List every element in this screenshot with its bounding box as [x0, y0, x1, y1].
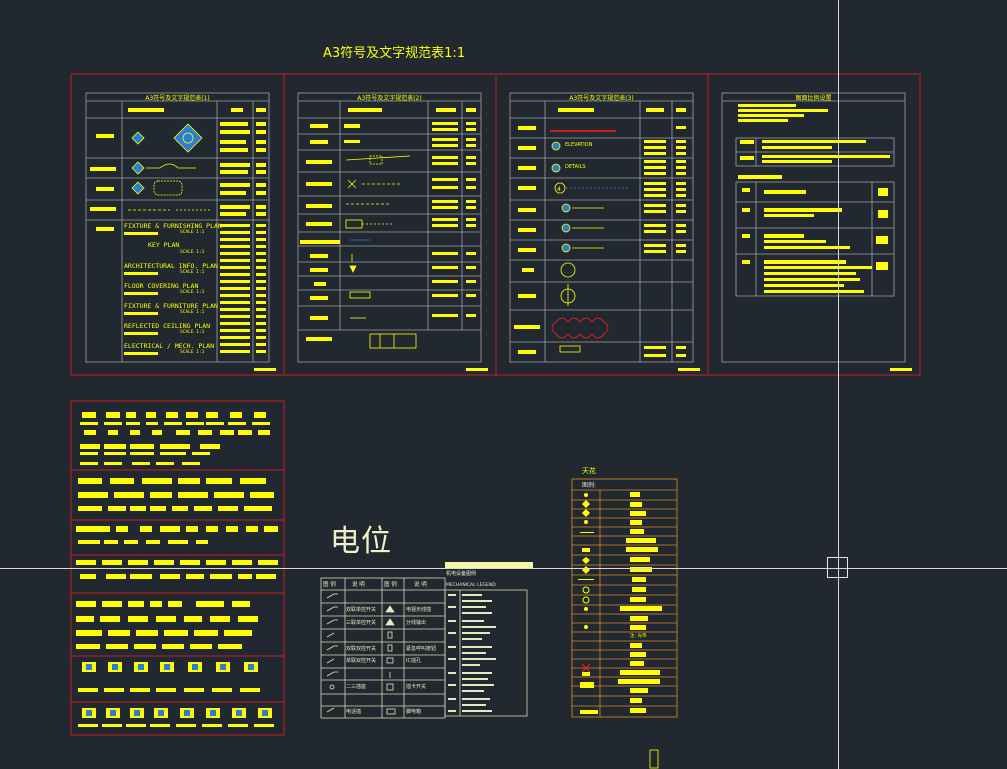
legend-item: 单联双控开关 [346, 658, 377, 664]
legend-item: 分线输出 [406, 620, 427, 626]
sheet2-text-bars [300, 108, 488, 371]
legend-header: 图 例 [384, 582, 397, 588]
legend-header: 说 明 [414, 582, 427, 588]
sheet3-text-bars [514, 108, 700, 371]
ceiling-legend-label: 图例: [582, 482, 597, 489]
plan-label: FIXTURE & FURNITURE PLAN [124, 302, 218, 310]
main-title: A3符号及文字规范表1:1 [323, 46, 466, 61]
sheet4-text-bars [738, 104, 912, 371]
mechanical-legend[interactable] [444, 562, 533, 717]
legend-item: 二三插座 [346, 684, 367, 690]
scale-label: SCALE 1:1 [180, 310, 205, 315]
scale-label: SCALE 1:1 [180, 330, 205, 335]
legend-item: 电话插 [346, 709, 362, 715]
cursor-crosshair-vertical [838, 0, 839, 769]
electrical-legend-table[interactable] [320, 577, 446, 719]
legend-item: 脚电箱 [406, 709, 422, 715]
electrical-title: 电位 [330, 524, 392, 559]
sheet2-symbols [345, 155, 417, 349]
scale-label: SCALE 1:1 [180, 290, 205, 295]
sheet-tables[interactable] [85, 92, 906, 363]
symbol-palette-items [76, 412, 278, 727]
scale-label: SCALE 1:1 [180, 250, 205, 255]
plan-label: ARCHITECTURAL INFO. PLAN [124, 262, 218, 270]
legend-item: 电视天线插 [406, 607, 432, 613]
plan-label: FIXTURE & FURNISHING PLAN [124, 222, 222, 230]
sheet3-symbols: 4 [551, 141, 630, 353]
legend-item: IC插孔 [406, 658, 421, 664]
plan-label: ELECTRICAL / MECH. PLAN [124, 342, 215, 350]
svg-text:4: 4 [557, 186, 561, 193]
legend-item: 三联单控开关 [346, 620, 377, 626]
sheet-title-3: A3符号及文字规范表(3) [569, 95, 634, 102]
sheet-frames[interactable] [70, 73, 921, 376]
sheet1-symbols [128, 123, 210, 211]
symbol-palette-icons [86, 664, 268, 716]
scale-label: SCALE 1:1 [180, 230, 205, 235]
legend-item: 双联双控开关 [346, 646, 377, 652]
sheet-title-2: A3符号及文字规范表(2) [357, 95, 422, 102]
ceiling-legend-icons [578, 493, 594, 676]
legend-item: 插卡开关 [406, 684, 427, 690]
legend-item: 紧急呼叫按钮 [406, 646, 437, 652]
scale-label: SCALE 1:1 [180, 270, 205, 275]
legend-header: 图 例 [323, 582, 336, 588]
scale-label: SCALE 1:1 [180, 350, 205, 355]
plan-label: REFLECTED CEILING PLAN [124, 322, 211, 330]
legend-header: 说 明 [352, 582, 365, 588]
electrical-legend-icons [326, 593, 396, 715]
sheet1-text-bars [90, 108, 276, 371]
sheet-title-1: A3符号及文字规范表(1) [145, 95, 210, 102]
details-label: DETAILS [565, 164, 586, 170]
legend-item: 双联单控开关 [346, 607, 377, 613]
mechanical-legend-subtitle: MECHANICAL LEGEND [446, 583, 496, 588]
mechanical-legend-title: 机电设备图例 [446, 571, 477, 577]
ceiling-title: 天花 [582, 467, 596, 475]
ceiling-note: 注: 光带 [630, 634, 647, 639]
ceiling-legend-bars [580, 492, 662, 769]
plan-label: FLOOR COVERING PLAN [124, 282, 199, 290]
elevation-label: ELEVATION [565, 142, 593, 148]
cursor-pickbox[interactable] [827, 557, 848, 578]
cursor-crosshair-horizontal [0, 568, 1007, 569]
sheet-title-4: 图面比例设置 [795, 95, 832, 102]
plan-label: KEY PLAN [148, 241, 180, 249]
ceiling-legend-table[interactable] [571, 478, 678, 718]
